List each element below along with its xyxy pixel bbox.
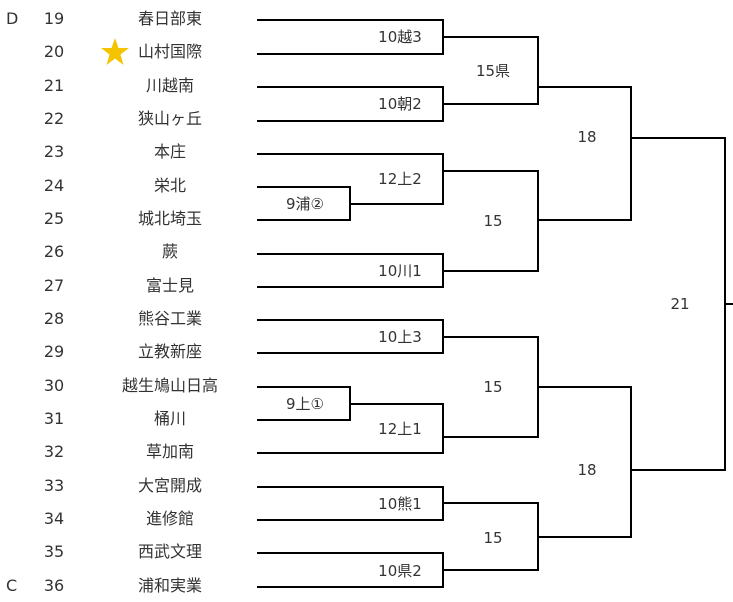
star-icon: [101, 38, 129, 65]
team-name: 春日部東: [137, 9, 202, 28]
team-name: 富士見: [145, 276, 194, 295]
team-name: 西武文理: [137, 542, 202, 561]
team-name: 本庄: [153, 142, 186, 161]
entry-number: 28: [43, 309, 65, 328]
entry-number: 21: [43, 76, 65, 95]
match-score: 15: [483, 378, 503, 396]
team-name: 大宮開成: [137, 476, 202, 495]
team-name: 山村国際: [137, 42, 202, 61]
entry-number: 27: [43, 276, 65, 295]
entry-number: 25: [43, 209, 65, 228]
match-score: 21: [670, 295, 690, 313]
entry-number: 24: [43, 176, 65, 195]
team-name: 浦和実業: [137, 576, 202, 595]
match-score: 15: [483, 212, 503, 230]
entry-number: 32: [43, 442, 65, 461]
match-score: 10越3: [378, 28, 422, 46]
team-name: 狭山ヶ丘: [137, 109, 202, 128]
team-name: 草加南: [145, 442, 194, 461]
match-score: 12上1: [378, 420, 422, 438]
entry-number: 26: [43, 242, 65, 261]
block-label-top: D: [6, 9, 19, 28]
match-score: 10朝2: [378, 95, 422, 113]
team-name: 進修館: [145, 509, 194, 528]
block-label-bottom: C: [6, 576, 18, 595]
team-name: 熊谷工業: [137, 309, 202, 328]
team-name: 城北埼玉: [137, 209, 202, 228]
match-score: 10上3: [378, 328, 422, 346]
match-score: 9浦②: [286, 195, 324, 213]
match-score: 9上①: [286, 395, 324, 413]
team-name: 川越南: [145, 76, 194, 95]
entry-number: 31: [43, 409, 65, 428]
team-name: 立教新座: [137, 342, 202, 361]
match-score: 10川1: [378, 262, 422, 280]
match-score: 12上2: [378, 170, 422, 188]
entry-number: 34: [43, 509, 65, 528]
team-name: 桶川: [153, 409, 186, 428]
entry-number: 22: [43, 109, 65, 128]
entry-number: 23: [43, 142, 65, 161]
match-score: 15県: [475, 62, 511, 80]
match-score: 15: [483, 529, 503, 547]
match-score: 10県2: [378, 562, 422, 580]
entry-number: 30: [43, 376, 65, 395]
team-name: 蕨: [161, 242, 178, 261]
entry-number: 33: [43, 476, 65, 495]
team-name: 栄北: [153, 176, 186, 195]
match-score: 18: [577, 128, 597, 146]
entry-number: 36: [43, 576, 65, 595]
entry-number: 35: [43, 542, 65, 561]
entry-number: 29: [43, 342, 65, 361]
team-name: 越生鳩山日高: [121, 376, 218, 395]
match-score: 18: [577, 461, 597, 479]
match-score: 10熊1: [378, 495, 422, 513]
entry-number: 19: [43, 9, 65, 28]
entry-number: 20: [43, 42, 65, 61]
